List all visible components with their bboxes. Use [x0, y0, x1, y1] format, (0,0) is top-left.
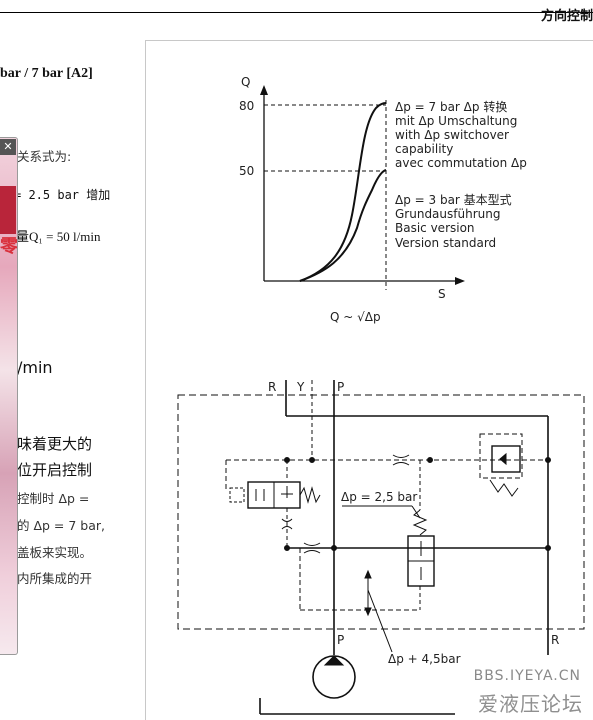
watermark-url: BBS.IYEYA.CN	[473, 668, 581, 684]
floating-ad-panel[interactable]: ✕ 零	[0, 137, 18, 655]
valve-boundary	[177, 394, 585, 630]
x-axis-label: S	[438, 287, 446, 301]
y-tick-label: 80	[239, 99, 254, 113]
dp-2-5-label: Δp = 2,5 bar	[341, 490, 417, 504]
legend-upper-line: capability	[395, 142, 453, 156]
text-line: 味着更大的	[17, 435, 93, 453]
text-line: /min	[17, 358, 53, 377]
text-line: 内所集成的开	[17, 571, 93, 586]
port-p-label: P	[337, 380, 344, 394]
figure-frame	[145, 40, 593, 720]
legend-upper-line: mit Δp Umschaltung	[395, 114, 517, 128]
x-axis-arrow	[455, 277, 465, 285]
text-line: 的 Δp = 7 bar,	[17, 518, 106, 533]
port-r-label: R	[268, 380, 276, 394]
legend-lower-line: Δp = 3 bar 基本型式	[395, 193, 512, 207]
ad-glyph: 零	[0, 236, 18, 256]
y-axis-label: Q	[241, 75, 250, 89]
header-rule: 方向控制	[0, 9, 593, 24]
orifice-side-icon	[281, 518, 293, 522]
series-line-3bar	[299, 169, 387, 282]
flow-chart: Q S 80 50 Δp = 7 bar Δp 转换 mit Δp Umscha…	[239, 75, 527, 324]
legend-upper-line: with Δp switchover	[395, 128, 509, 142]
legend-lower-line: Version standard	[395, 236, 496, 250]
dp-4-5-label: Δp + 4,5bar	[388, 652, 461, 666]
legend-upper-line: Δp = 7 bar Δp 转换	[395, 99, 507, 114]
compensator-spring-icon	[412, 509, 428, 536]
orifice-lower-icon	[303, 542, 321, 546]
legend-lower-line: Basic version	[395, 221, 475, 235]
hydraulic-schematic: R Y P	[177, 380, 585, 715]
y-axis-arrow	[260, 85, 268, 95]
spring-icon	[299, 486, 321, 504]
watermark-name: 爱液压论坛	[478, 692, 583, 716]
relief-valve-icon	[491, 445, 521, 473]
close-icon[interactable]: ✕	[0, 139, 16, 155]
text-line: = 2.5 bar 增加	[14, 188, 111, 202]
text-line: 盖板来实现。	[17, 545, 93, 560]
ad-banner-strip[interactable]	[0, 186, 16, 234]
port-p-bottom-label: P	[337, 633, 344, 647]
formula-label: Q ~ √Δp	[330, 310, 381, 324]
section-heading: bar / 7 bar [A2]	[0, 66, 93, 81]
port-r-bottom-label: R	[551, 633, 559, 647]
y-tick-label: 50	[239, 164, 254, 178]
series-line-7bar	[299, 102, 387, 282]
orifice-upper-icon	[392, 454, 410, 458]
adjust-spring-icon	[489, 479, 519, 497]
text-line: 量Q₁ = 50 l/min	[16, 229, 101, 244]
text-line: 关系式为:	[17, 149, 72, 164]
legend-upper-line: avec commutation Δp	[395, 156, 527, 170]
section-title: 方向控制	[540, 9, 593, 24]
port-y-label: Y	[296, 380, 305, 394]
legend-lower-line: Grundausführung	[395, 207, 500, 221]
text-line: 位开启控制	[17, 461, 93, 479]
text-line: 控制时 Δp =	[17, 491, 90, 506]
